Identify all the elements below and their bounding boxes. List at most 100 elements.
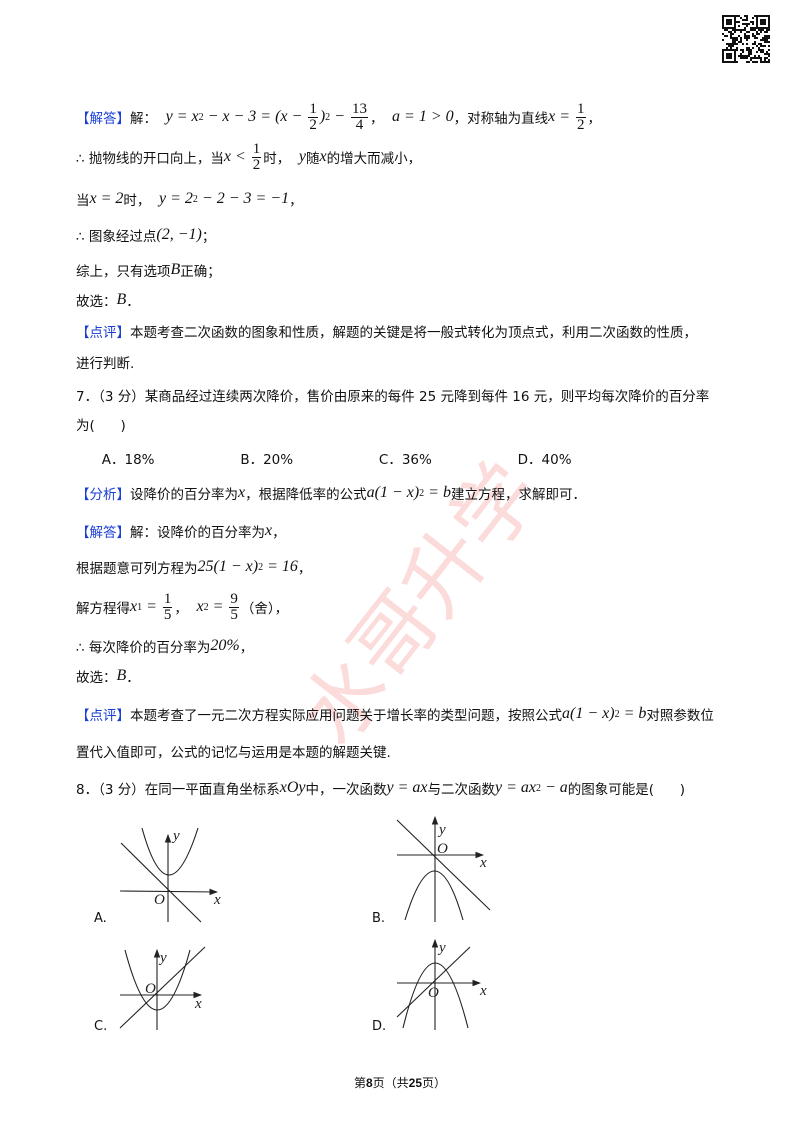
page-footer: 第8页（共25页） <box>0 1074 800 1091</box>
math-expression: a = 1 > 0 <box>392 108 454 125</box>
graph-a-y-label: y <box>171 828 180 844</box>
text: 建立方程，求解即可． <box>450 487 586 503</box>
math-expression: = <box>142 598 161 615</box>
text: ， <box>239 640 254 656</box>
graph-b-x-label: x <box>479 855 487 871</box>
text: 进行判断. <box>76 356 135 372</box>
denominator: 5 <box>230 606 238 623</box>
total-pages: 25 <box>408 1076 423 1090</box>
graph-b-y-label: y <box>437 822 446 838</box>
text: 故选： <box>76 670 117 686</box>
math-expression: x = <box>548 108 575 125</box>
qr-code <box>722 15 770 63</box>
math-expression: y = 2 <box>159 190 193 207</box>
text: ； <box>201 229 216 245</box>
superscript: 2 <box>192 193 198 205</box>
math-expression: x <box>196 598 204 615</box>
text: 8．（3 分）在同一平面直角坐标系 <box>76 782 280 798</box>
superscript: 2 <box>536 782 541 794</box>
section-tag: 【解答】 <box>76 525 130 541</box>
math-expression: x = 2 <box>89 190 124 207</box>
text: 正确； <box>180 264 221 280</box>
graph-c-x-label: x <box>194 996 202 1012</box>
text: ， <box>289 193 303 209</box>
text-line: 为( ) <box>76 404 126 444</box>
footer-suffix: 页） <box>422 1076 447 1090</box>
section-tag: 【解答】 <box>76 111 130 127</box>
numerator: 13 <box>350 100 368 118</box>
superscript: 2 <box>419 487 425 499</box>
text-line: ∴ 图象经过点(2, −1)； <box>76 215 215 255</box>
graph-a-x-label: x <box>213 892 221 908</box>
graph-c <box>119 946 206 1030</box>
text-line: 【点评】本题考查二次函数的图象和性质，解题的关键是将一般式转化为顶点式，利用二次… <box>76 311 697 351</box>
math-expression: y <box>298 148 306 165</box>
option-d-label: D. <box>372 1019 386 1034</box>
text: ， <box>297 561 312 577</box>
subscript: 1 <box>137 601 143 613</box>
math-expression: B <box>116 291 127 308</box>
text: 置代入值即可，公式的记忆与运用是本题的解题关键. <box>76 745 391 761</box>
text: 当 <box>76 193 90 209</box>
superscript: 2 <box>198 111 204 123</box>
math-expression: = b <box>424 484 451 501</box>
graph-c-y-label: y <box>158 950 167 966</box>
math-expression: y = ax <box>386 779 428 796</box>
text: 综上，只有选项 <box>76 264 171 280</box>
graph-d <box>396 938 482 1030</box>
superscript: 2 <box>325 111 331 123</box>
text-line: 故选：B． <box>76 280 140 320</box>
text: ， <box>174 601 197 617</box>
numerator: 1 <box>576 100 586 118</box>
math-expression: ) <box>319 108 326 125</box>
numerator: 1 <box>308 100 318 118</box>
text-line: 置代入值即可，公式的记忆与运用是本题的解题关键. <box>76 731 391 771</box>
text: ， <box>272 525 286 541</box>
math-expression: xOy <box>279 779 306 796</box>
math-expression: x <box>238 484 246 501</box>
math-expression: B <box>170 261 181 278</box>
text-line: A．18% B．20% C．36% D．40% <box>76 438 572 478</box>
math-expression: = 16 <box>263 558 298 575</box>
section-tag: 【点评】 <box>76 708 130 724</box>
text: 故选： <box>76 294 117 310</box>
graph-c-origin: O <box>145 981 156 997</box>
text: 与二次函数 <box>427 782 496 798</box>
math-expression: − 2 − 3 = −1 <box>197 190 290 207</box>
section-tag: 【分析】 <box>76 487 130 503</box>
text: ∴ 图象经过点 <box>76 229 157 245</box>
math-expression: a(1 − x) <box>366 484 420 501</box>
math-expression: a(1 − x) <box>562 705 615 722</box>
page-number: 8 <box>365 1076 373 1090</box>
graph-a-origin: O <box>154 892 165 908</box>
text-line: 故选：B． <box>76 656 140 696</box>
graph-d-y-label: y <box>437 940 446 956</box>
math-expression: − a <box>541 779 568 796</box>
section-tag: 【点评】 <box>76 325 130 341</box>
text: 时， <box>263 151 299 167</box>
text: 设降价的百分率为 <box>130 487 238 503</box>
text: 时， <box>123 193 159 209</box>
subscript: 2 <box>203 601 209 613</box>
math-expression: y = x <box>165 108 199 125</box>
text: ． <box>126 294 140 310</box>
text: ∴ 每次降价的百分率为 <box>76 640 211 656</box>
graph-b <box>396 815 491 922</box>
text: 解：设降价的百分率为 <box>130 525 265 541</box>
numerator: 9 <box>229 590 239 608</box>
text: ． <box>126 670 140 686</box>
text: 为( ) <box>76 418 126 434</box>
text: 对照参数位 <box>646 708 714 724</box>
math-expression: 25(1 − x) <box>197 558 259 575</box>
text: ，根据降低率的公式 <box>245 487 367 503</box>
text: 解方程得 <box>76 601 130 617</box>
